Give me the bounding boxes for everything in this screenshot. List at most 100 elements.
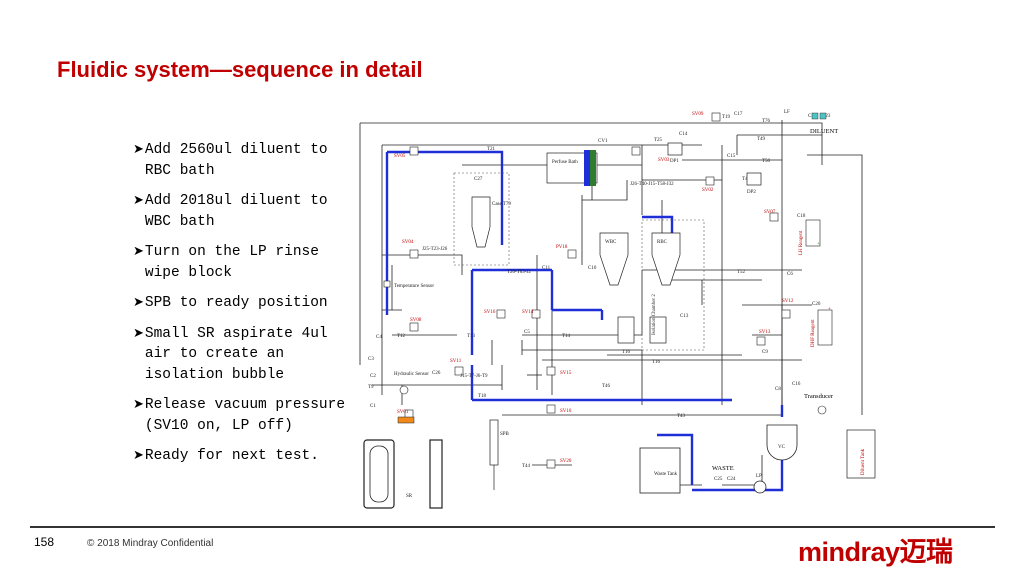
dp2-label: DP2 [747, 190, 756, 195]
svg-text:C18: C18 [797, 214, 806, 219]
lh-reagent-label: LH Reagent [799, 230, 804, 255]
hydraulic-sensor-label: Hydraulic Sensor [394, 372, 429, 377]
svg-text:C27: C27 [474, 177, 483, 182]
svg-text:C1: C1 [370, 404, 376, 409]
svg-text:SV02: SV02 [702, 188, 714, 193]
svg-text:T12: T12 [397, 334, 406, 339]
footer-divider [30, 526, 995, 528]
bullet-item: ➤Add 2560ul diluent to RBC bath [133, 140, 355, 181]
slide-title: Fluidic system—sequence in detail [57, 57, 423, 82]
wbc-label: WBC [605, 240, 617, 245]
arrow-bullet-icon: ➤ [133, 397, 144, 412]
svg-text:SV07: SV07 [764, 210, 776, 215]
svg-text:T14: T14 [562, 334, 571, 339]
svg-text:T50: T50 [762, 159, 771, 164]
svg-text:SV13: SV13 [759, 330, 771, 335]
svg-text:SV10: SV10 [560, 409, 572, 414]
svg-text:T46: T46 [602, 384, 611, 389]
svg-text:SV03: SV03 [658, 158, 670, 163]
copyright-text: © 2018 Mindray Confidential [87, 538, 214, 549]
svg-text:SV20: SV20 [560, 459, 572, 464]
svg-text:PV18: PV18 [556, 245, 568, 250]
bullet-item: ➤SPB to ready position [133, 293, 355, 314]
svg-text:LF: LF [784, 110, 790, 115]
svg-text:SV11: SV11 [450, 359, 462, 364]
diluent-label: DILUENT [810, 128, 838, 135]
waste-label: WASTE [712, 465, 734, 472]
svg-text:C16: C16 [792, 382, 801, 387]
svg-text:SV01: SV01 [397, 410, 409, 415]
svg-text:C20: C20 [812, 302, 821, 307]
case-t79-label: Case T79 [492, 202, 511, 207]
svg-text:C8: C8 [775, 387, 781, 392]
valve-symbols [404, 112, 791, 469]
lh-reagent-plus-icon: + [817, 242, 820, 247]
svg-text:C26: C26 [432, 371, 441, 376]
svg-text:C5: C5 [524, 330, 530, 335]
lp-label: LP [756, 474, 762, 479]
arrow-bullet-icon: ➤ [133, 142, 144, 157]
svg-text:SV05: SV05 [394, 154, 406, 159]
dhf-reagent-label: DHF Reagent [811, 319, 816, 347]
sr-label: SR [406, 494, 413, 499]
svg-text:SV15: SV15 [560, 371, 572, 376]
arrow-bullet-icon: ➤ [133, 448, 144, 463]
page-number: 158 [34, 535, 55, 549]
case-t79-box [453, 172, 510, 266]
svg-text:T52: T52 [737, 270, 746, 275]
bullet-list: ➤Add 2560ul diluent to RBC bath ➤Add 201… [133, 140, 355, 477]
svg-text:C24: C24 [727, 477, 736, 482]
bullet-item: ➤Add 2018ul diluent to WBC bath [133, 191, 355, 232]
tube-labels: T19 C17 T76 C14 T25 T49 T21 T50 C15 T47 … [368, 110, 831, 482]
waste-tank-label: Waste Tank [654, 472, 678, 477]
svg-text:SV14: SV14 [522, 310, 534, 315]
svg-text:T76: T76 [762, 119, 771, 124]
svg-text:J15-T7-J6-T9: J15-T7-J6-T9 [460, 374, 488, 379]
svg-text:J25-T23-J26: J25-T23-J26 [422, 247, 448, 252]
svg-text:C3: C3 [368, 357, 374, 362]
mindray-logo: mindray迈瑞 [798, 537, 953, 567]
svg-text:C9: C9 [762, 350, 768, 355]
svg-text:T43: T43 [677, 414, 686, 419]
svg-text:C13: C13 [680, 314, 689, 319]
arrow-bullet-icon: ➤ [133, 295, 144, 310]
svg-text:C2: C2 [370, 374, 376, 379]
svg-text:T9: T9 [368, 385, 374, 390]
svg-text:C4: C4 [376, 335, 382, 340]
vc-label: VC [778, 445, 786, 450]
svg-text:SV04: SV04 [402, 240, 414, 245]
valve-labels: SV09 SV05 SV04 SV08 SV01 SV03 SV02 SV07 … [394, 112, 794, 464]
arrow-bullet-icon: ➤ [133, 193, 144, 208]
svg-text:CV1: CV1 [598, 139, 608, 144]
svg-text:SV12: SV12 [782, 299, 794, 304]
svg-text:T19: T19 [722, 115, 731, 120]
svg-text:T21: T21 [487, 147, 496, 152]
svg-text:C11: C11 [542, 266, 551, 271]
diluent-tank-label: Diluent Tank [861, 448, 866, 475]
dp1-label: DP1 [670, 159, 679, 164]
svg-text:T44: T44 [522, 464, 531, 469]
arrow-bullet-icon: ➤ [133, 244, 144, 259]
svg-text:C25: C25 [714, 477, 723, 482]
bullet-item: ➤Release vacuum pressure (SV10 on, LP of… [133, 395, 355, 436]
svg-text:C15: C15 [727, 154, 736, 159]
svg-text:T13: T13 [467, 334, 476, 339]
svg-text:SV08: SV08 [410, 318, 422, 323]
svg-text:C17: C17 [734, 112, 743, 117]
svg-text:C10: C10 [588, 266, 597, 271]
fluidic-diagram: SV09 SV05 SV04 SV08 SV01 SV03 SV02 SV07 … [359, 110, 876, 509]
svg-text:SV16: SV16 [484, 310, 496, 315]
bullet-item: ➤Small SR aspirate 4ul air to create an … [133, 324, 355, 386]
svg-text:T47: T47 [742, 177, 751, 182]
spb-label: SPB [500, 432, 510, 437]
svg-text:C6: C6 [787, 272, 793, 277]
blue-active-tubing [385, 150, 784, 492]
svg-text:T49: T49 [757, 137, 766, 142]
rbc-label: RBC [657, 240, 668, 245]
svg-text:T16: T16 [652, 360, 661, 365]
svg-text:SV09: SV09 [692, 112, 704, 117]
arrow-bullet-icon: ➤ [133, 325, 144, 341]
svg-text:T20-T63-J2: T20-T63-J2 [507, 270, 531, 275]
temperature-sensor-label: Temperature Sensor [394, 284, 434, 289]
isolation-chamber-label: Isolation Chamber 2 [652, 294, 657, 335]
